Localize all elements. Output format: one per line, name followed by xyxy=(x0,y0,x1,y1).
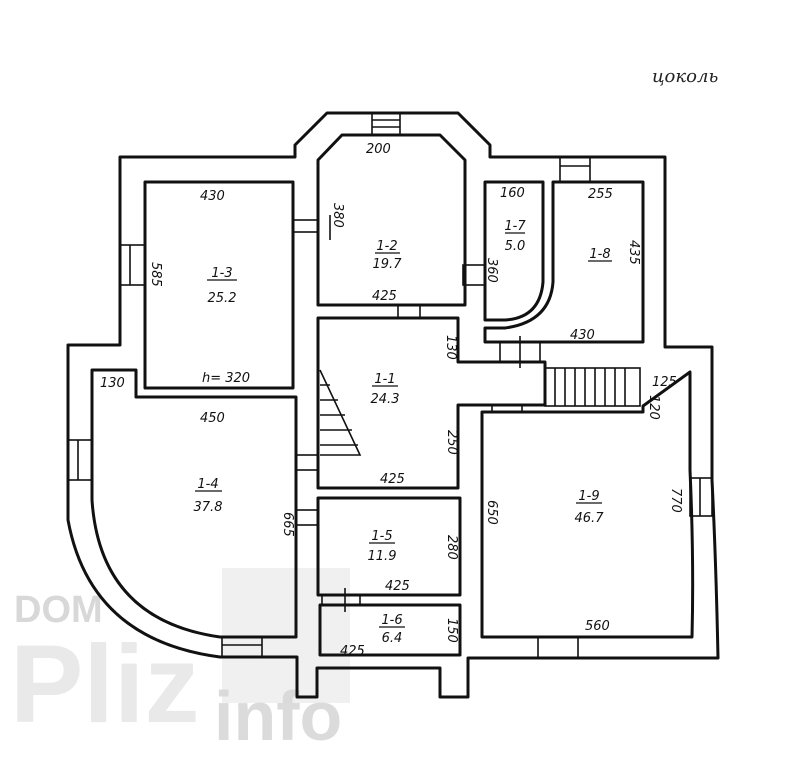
dim: 425 xyxy=(385,579,410,594)
dim: 130 xyxy=(443,335,458,360)
outer-wall xyxy=(66,111,720,699)
room-1-2-area: 19.7 xyxy=(373,257,403,272)
dim: 280 xyxy=(444,535,459,560)
windows xyxy=(67,112,713,659)
dim: 250 xyxy=(444,430,459,455)
stair-2 xyxy=(544,367,641,407)
dim: 120 xyxy=(646,395,661,420)
watermark-info: info xyxy=(214,677,342,755)
room-1-7-area: 5.0 xyxy=(505,239,526,254)
dim: 560 xyxy=(585,619,610,634)
watermark-dom: DOM xyxy=(14,589,103,631)
dim: 255 xyxy=(588,187,613,202)
room-1-1-area: 24.3 xyxy=(371,392,400,407)
floor-title: цоколь xyxy=(652,66,718,87)
room-1-6-area: 6.4 xyxy=(382,631,403,646)
room-1-2-walls xyxy=(316,133,467,307)
dim: 130 xyxy=(100,376,125,391)
dim: 125 xyxy=(652,375,677,390)
room-id-underlines xyxy=(195,232,612,628)
watermark: DOM Pliz info xyxy=(10,568,350,755)
dim: 430 xyxy=(200,189,225,204)
room-1-5-walls xyxy=(316,496,462,597)
stair-2-treads xyxy=(554,368,626,406)
room-1-9-id: 1-9 xyxy=(578,489,599,504)
room-1-6-id: 1-6 xyxy=(381,613,402,628)
ceiling-height: h= 320 xyxy=(202,371,250,386)
stair-1-treads xyxy=(320,384,358,446)
room-1-4-walls xyxy=(90,368,298,639)
room-1-1-id: 1-1 xyxy=(374,372,395,387)
room-1-5-id: 1-5 xyxy=(371,529,392,544)
room-1-3-id: 1-3 xyxy=(211,266,232,281)
room-1-7-walls xyxy=(483,180,545,322)
dim: 150 xyxy=(444,618,459,643)
dim: 425 xyxy=(372,289,397,304)
room-1-4-area: 37.8 xyxy=(194,500,223,515)
dim: 435 xyxy=(626,240,641,265)
room-1-9-area: 46.7 xyxy=(575,511,605,526)
dim: 430 xyxy=(570,328,595,343)
dim: 425 xyxy=(380,472,405,487)
room-1-7-id: 1-7 xyxy=(504,219,526,234)
room-1-2-id: 1-2 xyxy=(376,239,397,254)
dim: 665 xyxy=(280,512,295,537)
watermark-pliz: Pliz xyxy=(10,623,200,746)
dim: 770 xyxy=(668,488,683,513)
dim: 650 xyxy=(484,500,499,525)
dim: 380 xyxy=(330,203,345,228)
room-1-6-walls xyxy=(318,603,462,657)
dim: 425 xyxy=(340,644,365,659)
room-1-3-walls xyxy=(143,180,295,390)
room-1-8-id: 1-8 xyxy=(589,247,610,262)
dim: 450 xyxy=(200,411,225,426)
room-labels: 1-2 19.7 1-3 25.2 1-7 5.0 1-8 1-1 24.3 1… xyxy=(194,219,611,646)
dimension-labels: 430 585 200 380 425 160 360 255 435 430 … xyxy=(100,142,683,659)
room-1-9-walls xyxy=(480,370,695,639)
room-1-8-walls xyxy=(483,180,645,344)
dim: 160 xyxy=(500,186,525,201)
dim: 360 xyxy=(484,258,499,283)
dim: 585 xyxy=(148,262,163,287)
dim: 200 xyxy=(366,142,391,157)
room-1-3-area: 25.2 xyxy=(208,291,237,306)
room-1-4-id: 1-4 xyxy=(197,477,218,492)
room-1-5-area: 11.9 xyxy=(368,549,397,564)
stair-1 xyxy=(319,369,362,456)
